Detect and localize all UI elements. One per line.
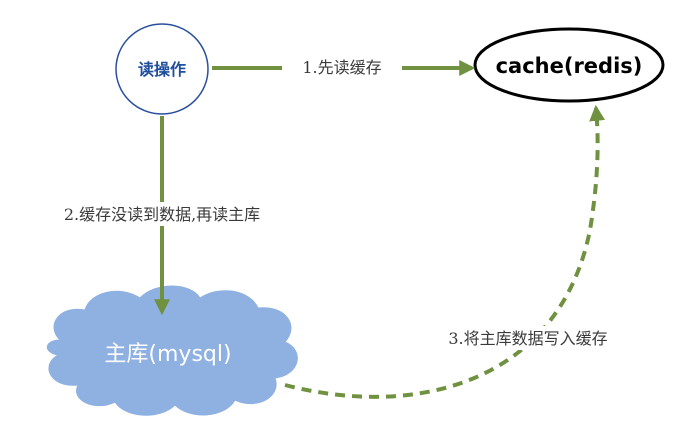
database-cloud-shape (46, 285, 298, 416)
read-operation-label: 读操作 (138, 60, 186, 79)
edge-write-cache: 3.将主库数据写入缓存 (284, 104, 634, 399)
database-label: 主库(mysql) (104, 342, 231, 367)
edge-read-cache: 1.先读缓存 (212, 55, 476, 79)
edge-label-bg-2 (38, 202, 286, 226)
edge-label-write-cache: 3.将主库数据写入缓存 (448, 329, 607, 348)
cache-node: cache(redis) (473, 27, 665, 103)
read-operation-circle (115, 23, 209, 115)
arrow-write-cache (284, 104, 606, 399)
edge-label-bg-3 (422, 326, 634, 350)
edge-label-bg-1 (282, 55, 402, 79)
edge-read-db: 2.缓存没读到数据,再读主库 (38, 116, 286, 316)
database-node: 主库(mysql) (46, 285, 298, 416)
read-operation-node: 读操作 (115, 23, 209, 115)
cache-label: cache(redis) (496, 54, 643, 78)
edge-label-read-db: 2.缓存没读到数据,再读主库 (64, 205, 260, 224)
edge-label-read-cache: 1.先读缓存 (302, 58, 381, 77)
